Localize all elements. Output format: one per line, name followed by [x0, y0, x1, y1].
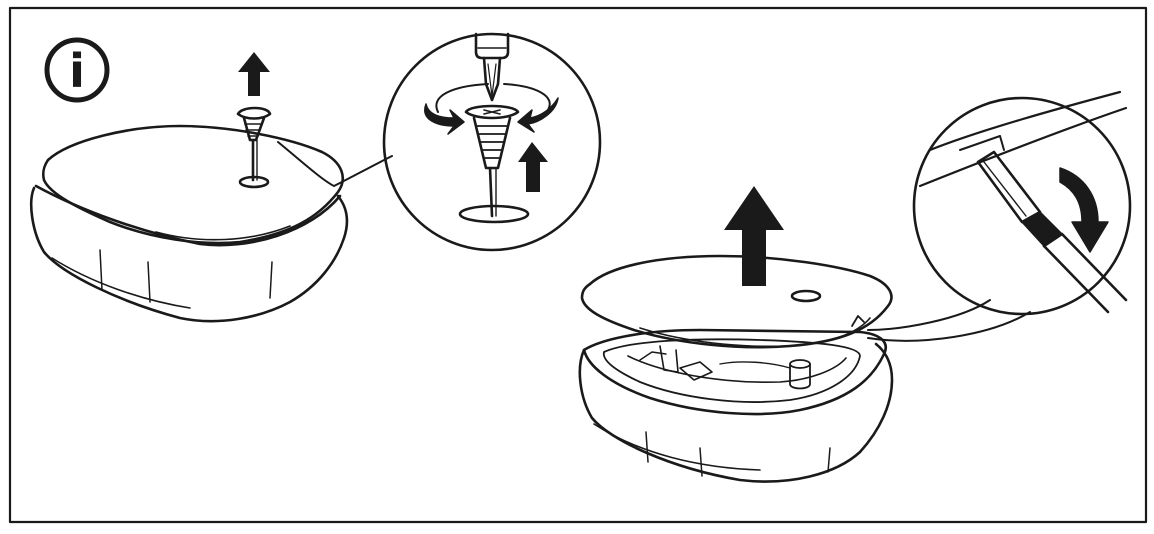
- closed-device: [29, 124, 349, 323]
- panel-border: [8, 6, 1148, 524]
- screwdriver-detail: [382, 32, 602, 252]
- open-device: [578, 254, 894, 483]
- callout-tail-right-lower: [867, 311, 1031, 342]
- arrow-up-icon: [518, 142, 548, 192]
- screw-icon: [236, 106, 272, 182]
- closed-lid: [41, 124, 344, 245]
- arrow-up-icon: [724, 186, 784, 286]
- callout-tail-right: [867, 299, 991, 331]
- screwdriver-icon: [474, 32, 510, 60]
- info-badge-symbol: i: [69, 44, 85, 98]
- arrow-up-icon: [238, 52, 270, 96]
- flat-screwdriver-icon: [976, 150, 1042, 224]
- callout-tail-left: [277, 141, 393, 187]
- rotate-counterclockwise-icon: [435, 83, 489, 113]
- arrow-down-icon: [1059, 167, 1109, 253]
- lifted-lid: [580, 254, 893, 349]
- info-icon: i: [44, 37, 110, 103]
- pry-detail: [912, 90, 1132, 316]
